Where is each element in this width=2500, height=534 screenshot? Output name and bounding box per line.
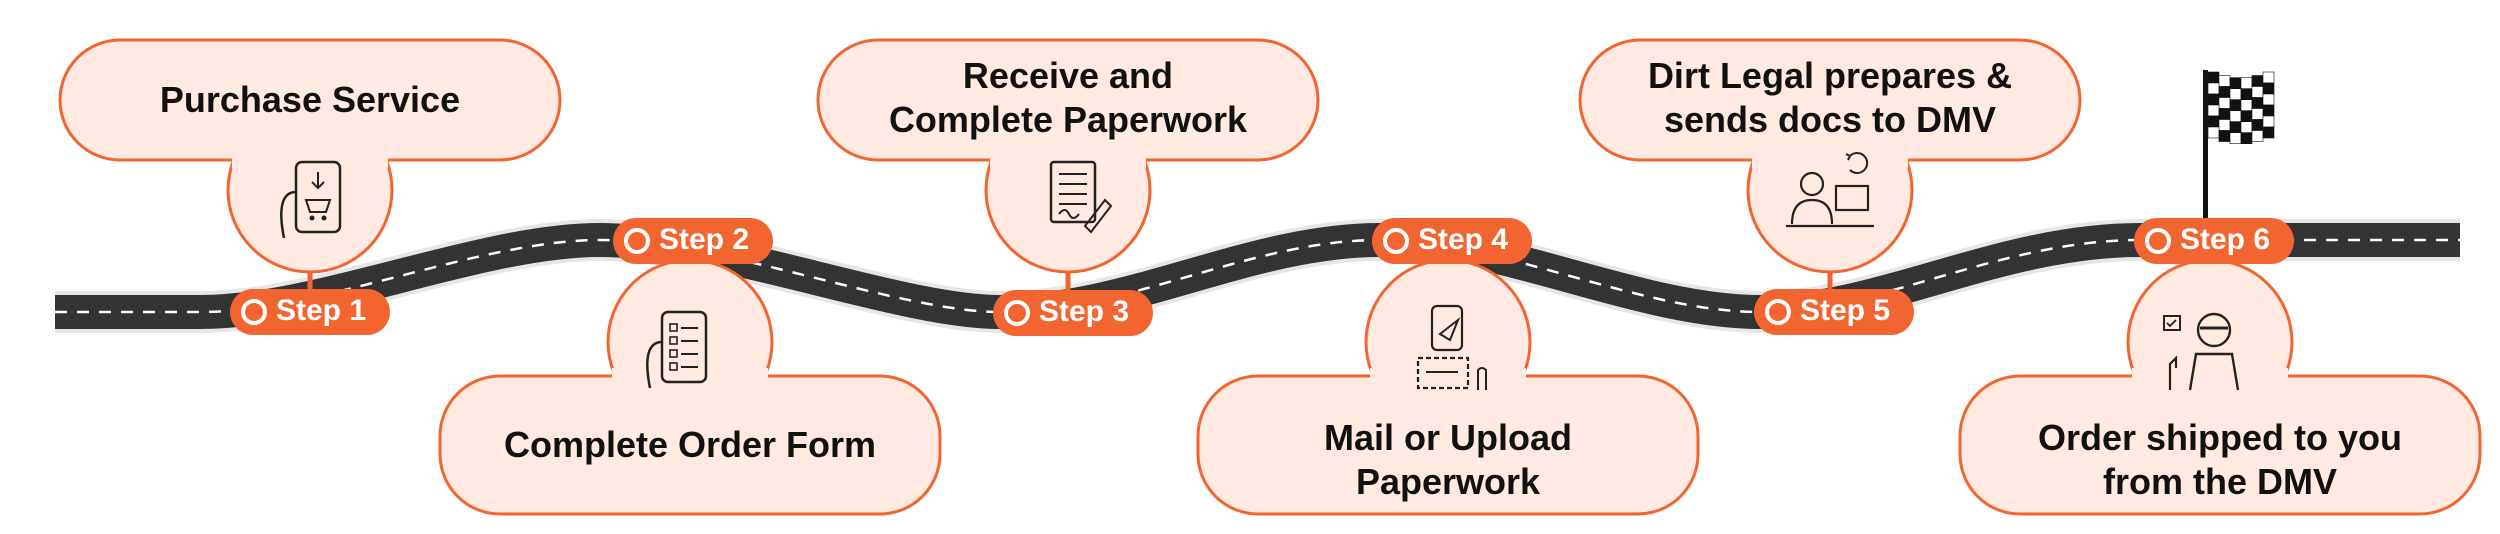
step-1-card-text: Purchase Service: [159, 79, 461, 120]
road: [55, 218, 2460, 334]
step-3-badge: [993, 290, 1153, 336]
step-3-card: [816, 38, 1320, 312]
step-1-badge-label: Step 1: [276, 294, 367, 327]
racer-helmet-thumbs-up-icon: [2163, 312, 2240, 391]
step-5-badge-label: Step 5: [1800, 294, 1891, 327]
step-2-card-text: Complete Order Form: [503, 424, 877, 465]
step-1-card: [58, 38, 562, 312]
step-6-badge: [2134, 218, 2294, 264]
step-6-badge-label: Step 6: [2180, 223, 2271, 256]
step-1-badge: [230, 289, 390, 335]
mobile-shopping-cart-icon: [280, 160, 342, 239]
step-6-card-text: Order shipped to you from the DMV: [2037, 417, 2403, 502]
mail-upload-icon: [1416, 304, 1487, 390]
step-5-badge: [1754, 289, 1914, 335]
step-2-badge-label: Step 2: [659, 223, 750, 256]
step-3-card-text: Receive and Complete Paperwork: [888, 55, 1248, 140]
person-computer-sync-icon: [1786, 152, 1874, 228]
step-3-badge-label: Step 3: [1039, 295, 1130, 328]
checkered-flag-icon: [2203, 70, 2275, 230]
step-5-card-text: Dirt Legal prepares & sends docs to DMV: [1647, 55, 2013, 140]
document-signing-icon: [1049, 160, 1113, 234]
step-4-card-text: Mail or Upload Paperwork: [1323, 417, 1572, 502]
step-badges: [230, 218, 2294, 336]
step-4-badge: [1372, 218, 1532, 264]
phone-checklist-form-icon: [646, 310, 708, 389]
step-2-badge: [613, 218, 773, 264]
step-4-badge-label: Step 4: [1418, 223, 1509, 256]
step-5-card: [1578, 38, 2082, 312]
step-4-card: [1196, 240, 1700, 516]
step-cards: [58, 38, 2482, 516]
